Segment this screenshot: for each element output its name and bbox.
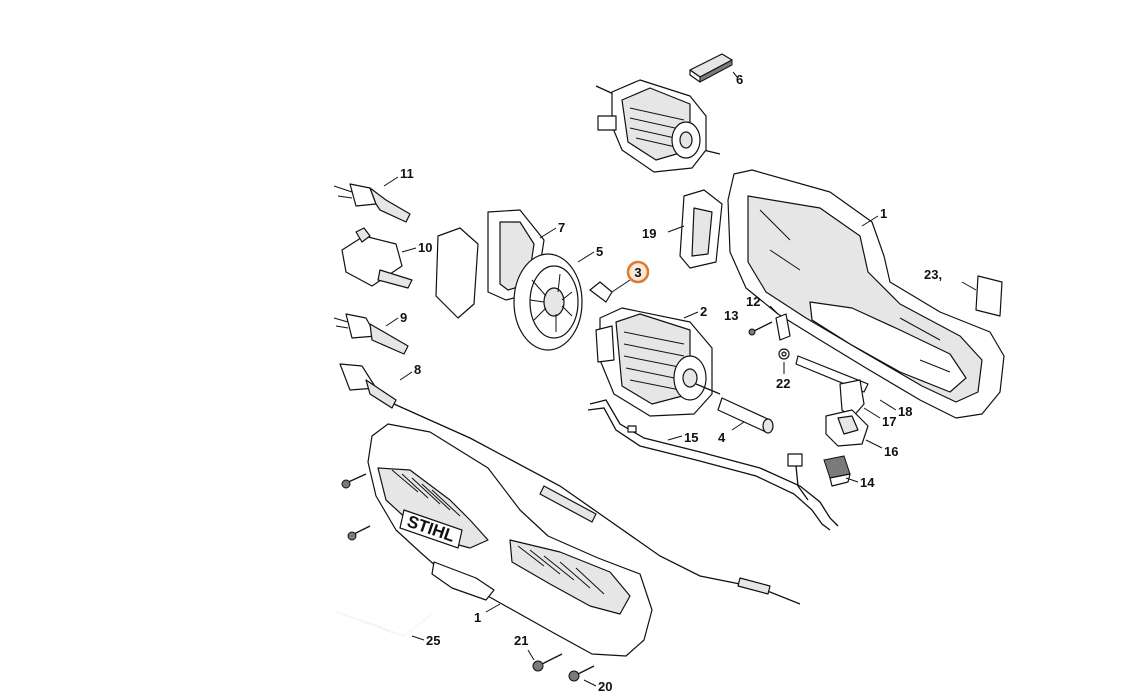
callout-4: 4	[718, 430, 726, 445]
part-17-trigger[interactable]	[839, 379, 865, 419]
part-5-fan[interactable]	[513, 253, 583, 351]
callout-13: 13	[724, 308, 738, 323]
housing-screw-lower[interactable]	[347, 525, 371, 541]
part-12-clip[interactable]	[775, 313, 791, 341]
part-20-screw[interactable]	[568, 665, 595, 682]
callout-9: 9	[400, 310, 407, 325]
motor-assembly-top[interactable]	[595, 79, 721, 173]
part-3-clip[interactable]	[589, 281, 613, 303]
part-10-plug[interactable]	[341, 227, 413, 289]
callout-1-bottom: 1	[474, 610, 481, 625]
callout-7: 7	[558, 220, 565, 235]
callout-22: 22	[776, 376, 790, 391]
callout-14: 14	[860, 475, 875, 490]
part-14-rocker-switch[interactable]	[823, 455, 851, 487]
callout-6: 6	[736, 72, 743, 87]
callout-12: 12	[746, 294, 760, 309]
callout-18: 18	[898, 404, 912, 419]
callout-15: 15	[684, 430, 698, 445]
part-15-wire-harness[interactable]	[587, 399, 839, 531]
part-1-housing-right[interactable]	[727, 169, 1005, 419]
callout-20: 20	[598, 679, 612, 694]
callout-3: 3	[634, 265, 641, 280]
part-6-carbon-brush[interactable]	[689, 53, 733, 83]
part-22-nut[interactable]	[778, 348, 790, 360]
callout-25: 25	[426, 633, 440, 648]
part-21-screw[interactable]	[532, 653, 563, 672]
callout-19: 19	[642, 226, 656, 241]
callout-23: 23,	[924, 267, 942, 282]
callout-21: 21	[514, 633, 528, 648]
part-8-power-cord[interactable]	[339, 363, 801, 605]
part-4-sleeve[interactable]	[717, 397, 774, 434]
part-19-bracket[interactable]	[679, 189, 723, 269]
callout-5: 5	[596, 244, 603, 259]
housing-screw-upper[interactable]	[341, 473, 367, 489]
part-25-hex-key[interactable]	[335, 611, 433, 637]
part-1-housing-left[interactable]	[367, 423, 653, 657]
part-11-plug[interactable]	[333, 183, 411, 223]
part-9-plug[interactable]	[333, 313, 409, 355]
callout-17: 17	[882, 414, 896, 429]
callout-2: 2	[700, 304, 707, 319]
callout-10: 10	[418, 240, 432, 255]
callout-1-top: 1	[880, 206, 887, 221]
callout-3-highlight[interactable]: 3	[626, 260, 650, 284]
part-16-switch[interactable]	[825, 409, 869, 447]
callout-11: 11	[400, 166, 414, 181]
part-23-label[interactable]	[975, 275, 1003, 317]
part-2-motor[interactable]	[595, 307, 721, 417]
callout-8: 8	[414, 362, 421, 377]
callout-16: 16	[884, 444, 898, 459]
part-13-screw[interactable]	[748, 321, 773, 336]
